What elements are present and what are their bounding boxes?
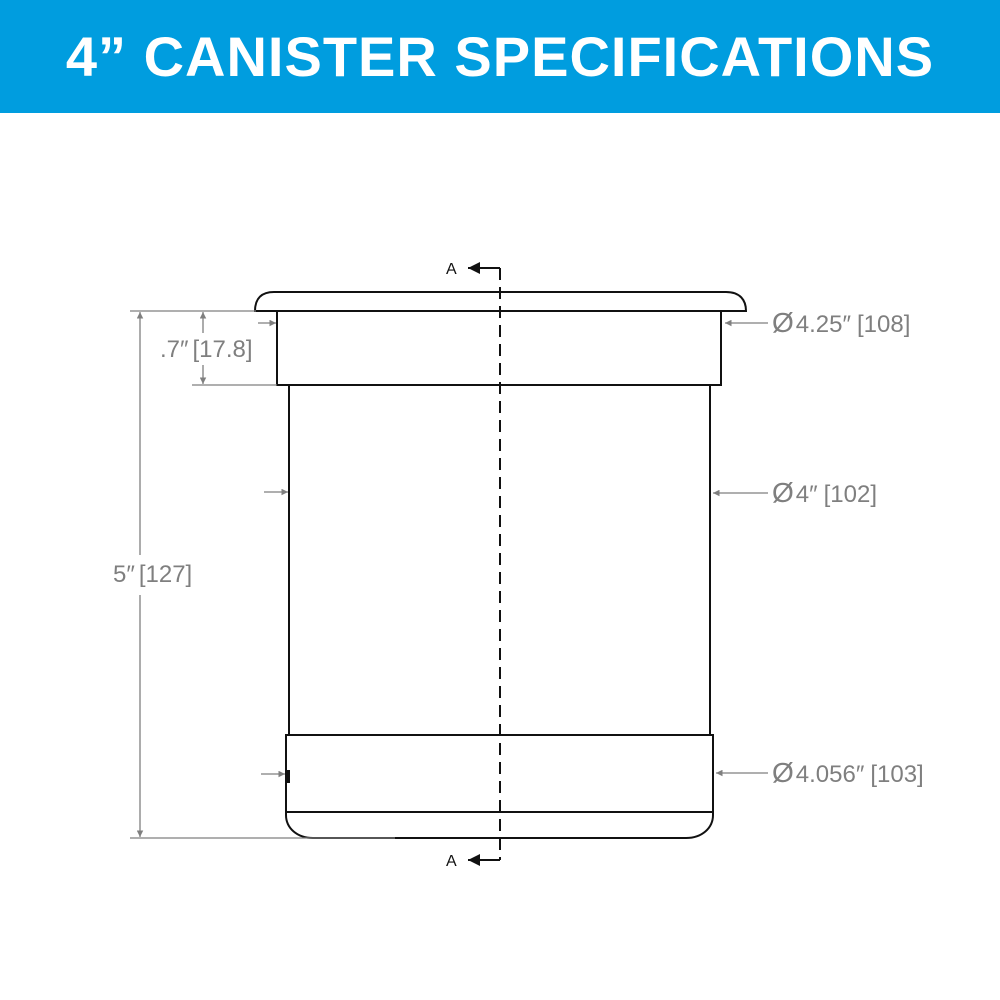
svg-text:.7″[17.8]: .7″[17.8] [160,336,253,363]
dimension-lines [130,310,768,839]
dim-flange-diameter: Ø4.25″[108] [772,307,910,338]
diameter-symbol-icon: Ø [772,477,794,508]
section-label-bottom: A [446,853,457,870]
svg-text:Ø4″[102]: Ø4″[102] [772,477,877,508]
header-banner: 4” CANISTER SPECIFICATIONS [0,0,1000,113]
dim-base-diameter: Ø4.056″[103] [772,757,924,788]
svg-text:Ø4.25″[108]: Ø4.25″[108] [772,307,910,338]
flange-lip [253,291,748,312]
section-line-a [468,262,501,866]
svg-text:Ø4.056″[103]: Ø4.056″[103] [772,757,924,788]
svg-text:5″[127]: 5″[127] [113,561,192,588]
page-title: 4” CANISTER SPECIFICATIONS [65,25,935,88]
dim-overall-height: 5″[127] [113,561,192,588]
diameter-symbol-icon: Ø [772,307,794,338]
dim-body-diameter: Ø4″[102] [772,477,877,508]
section-label-top: A [446,261,457,278]
diameter-symbol-icon: Ø [772,757,794,788]
base-nub [286,770,290,783]
dim-collar-height: .7″[17.8] [160,336,253,363]
